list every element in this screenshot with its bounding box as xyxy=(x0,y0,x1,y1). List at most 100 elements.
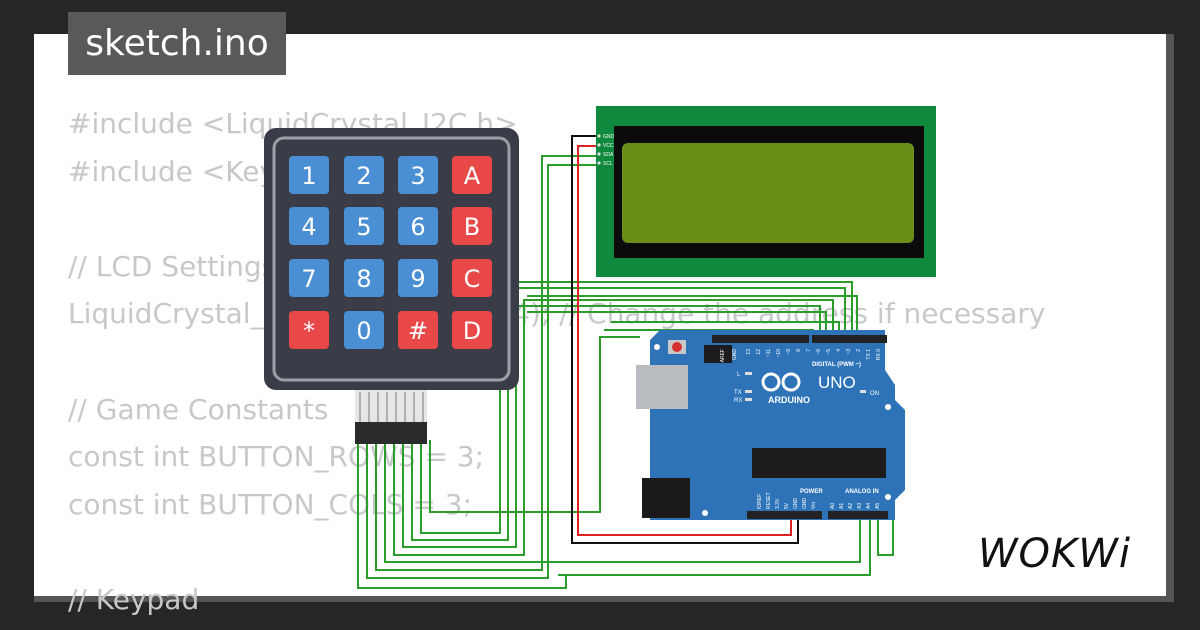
keypad-key[interactable]: 0 xyxy=(344,311,384,349)
keypad-key-face xyxy=(452,207,492,245)
pin-label: 8 xyxy=(796,349,802,352)
file-title: sketch.ino xyxy=(68,12,286,75)
keypad-key-face xyxy=(452,156,492,194)
card-shadow-bottom xyxy=(34,596,1174,602)
pin-label: 12 xyxy=(756,349,762,355)
pin-label: A3 xyxy=(857,503,863,509)
wire xyxy=(366,164,596,579)
power-header xyxy=(747,511,822,519)
keypad-key-label: * xyxy=(303,317,315,345)
reset-button-cap xyxy=(672,342,682,352)
keypad-key-label: 2 xyxy=(356,162,371,190)
code-line: // Game Constants xyxy=(68,392,329,426)
keypad-key[interactable]: 7 xyxy=(289,259,329,297)
on-label: ON xyxy=(870,391,879,397)
arduino-infinity-icon xyxy=(761,372,801,392)
keypad-key-face xyxy=(452,259,492,297)
keypad-key[interactable]: 6 xyxy=(398,207,438,245)
gnd-label: GND xyxy=(732,349,738,361)
keypad-key[interactable]: B xyxy=(452,207,492,245)
pin-label: A0 xyxy=(830,503,836,509)
keypad-border xyxy=(272,136,511,382)
keypad-key[interactable]: * xyxy=(289,311,329,349)
keypad-key[interactable]: 1 xyxy=(289,156,329,194)
arduino-brand: ARDUINO xyxy=(768,395,810,405)
lcd-pin-label: VCC xyxy=(603,143,614,149)
pin-label: ~5 xyxy=(826,349,832,355)
keypad-key[interactable]: A xyxy=(452,156,492,194)
wire xyxy=(384,440,861,563)
keypad-key[interactable]: D xyxy=(452,311,492,349)
keypad-key[interactable]: 3 xyxy=(398,156,438,194)
power-label: POWER xyxy=(800,489,823,495)
keypad-key-label: 9 xyxy=(410,265,425,293)
keypad-key-label: A xyxy=(464,162,481,190)
l-led xyxy=(745,372,752,375)
keypad-key-face xyxy=(344,311,384,349)
pin-label: RX 0 xyxy=(876,349,882,360)
keypad-key-face xyxy=(289,207,329,245)
arduino-uno-board[interactable]: ARDUINO UNO DIGITAL (PWM ~) POWER ANALOG… xyxy=(636,330,905,520)
wire xyxy=(877,519,894,556)
wire xyxy=(527,311,827,335)
tx-led xyxy=(745,390,752,393)
keypad-key-face xyxy=(344,156,384,194)
wires xyxy=(357,135,894,589)
keypad-ribbon xyxy=(355,390,427,444)
keypad-key-label: 5 xyxy=(356,213,371,241)
analog-header xyxy=(828,511,888,519)
pin-label: ~10 xyxy=(776,349,782,358)
keypad-key-face xyxy=(289,311,329,349)
card-shadow-right xyxy=(1166,34,1174,600)
keypad-key-label: 8 xyxy=(356,265,371,293)
keypad-key-label: 7 xyxy=(301,265,316,293)
lcd-screen xyxy=(622,143,914,243)
digital-header-left xyxy=(712,335,809,343)
keypad-key[interactable]: # xyxy=(398,311,438,349)
keypad-key-label: D xyxy=(463,317,481,345)
wire xyxy=(429,336,640,513)
keypad-key[interactable]: C xyxy=(452,259,492,297)
wire xyxy=(357,440,567,589)
atmega-chip xyxy=(752,448,886,478)
pin-label: A4 xyxy=(866,503,872,509)
wokwi-logo[interactable]: WOKWi xyxy=(978,531,1131,577)
on-led xyxy=(860,390,866,393)
keypad-key-face xyxy=(452,311,492,349)
keypad-key-label: # xyxy=(408,317,428,345)
pin-label: A2 xyxy=(848,503,854,509)
keypad-key-label: C xyxy=(464,265,481,293)
pin-label: ~9 xyxy=(786,349,792,355)
keypad-key[interactable]: 2 xyxy=(344,156,384,194)
pin-label: ~11 xyxy=(766,349,772,357)
pin-label: GND xyxy=(802,498,808,510)
wire xyxy=(527,295,858,335)
keypad-key-label: 6 xyxy=(410,213,425,241)
keypad-key[interactable]: 4 xyxy=(289,207,329,245)
lcd-pin xyxy=(597,161,601,165)
keypad-key[interactable]: 9 xyxy=(398,259,438,297)
keypad-key-label: 1 xyxy=(301,162,316,190)
keypad-key[interactable]: 5 xyxy=(344,207,384,245)
keypad-key-face xyxy=(398,207,438,245)
pin-label: 2 xyxy=(856,349,862,352)
wire xyxy=(393,299,834,556)
pin-label: RESET xyxy=(766,492,772,509)
keypad-key-face xyxy=(344,207,384,245)
wire xyxy=(420,305,821,534)
code-line: // Keypad xyxy=(68,582,200,616)
pin-label: ~6 xyxy=(816,349,822,355)
keypad-key-label: 0 xyxy=(356,317,371,345)
keypad-key-face xyxy=(344,259,384,297)
keypad-key[interactable]: 8 xyxy=(344,259,384,297)
rx-label: RX xyxy=(734,398,742,404)
keypad-key-face xyxy=(289,156,329,194)
l-label: L xyxy=(737,372,741,378)
